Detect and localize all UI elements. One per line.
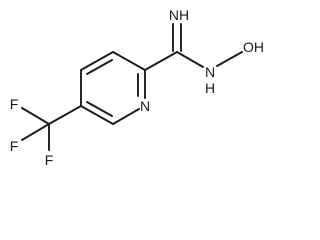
bond-c5-c6 — [80, 105, 114, 125]
atom-label-imine: NH — [169, 7, 189, 23]
bond-c4-c3-inner — [86, 59, 113, 75]
atom-label-hydroxylamine-n: N — [205, 64, 215, 80]
atom-label-hydroxylamine-h: H — [205, 80, 215, 96]
atom-label-fluorine-3: F — [45, 152, 54, 168]
pyridine-ring — [80, 51, 146, 125]
amidoxime-group — [144, 23, 243, 71]
bond-c5-c6-inner — [86, 101, 113, 117]
chemical-structure-diagram: NH N H OH N F F F — [10, 7, 264, 168]
trifluoromethyl-group — [21, 105, 82, 151]
bond-c-f1 — [21, 107, 50, 125]
bond-c3-c4 — [80, 51, 114, 71]
bond-c2-c3 — [112, 51, 146, 71]
atom-label-hydroxyl: OH — [243, 39, 264, 55]
bond-c5-cf3 — [48, 105, 82, 125]
bond-camidine-n — [176, 51, 204, 68]
bond-c2-camidine — [144, 51, 178, 71]
atom-label-fluorine-2: F — [10, 138, 19, 154]
bond-c-f2 — [21, 123, 50, 141]
bond-n-o — [216, 51, 243, 67]
bond-c6-n1 — [112, 108, 140, 125]
atom-label-fluorine-1: F — [10, 96, 19, 112]
atom-label-ring-n: N — [140, 98, 150, 114]
